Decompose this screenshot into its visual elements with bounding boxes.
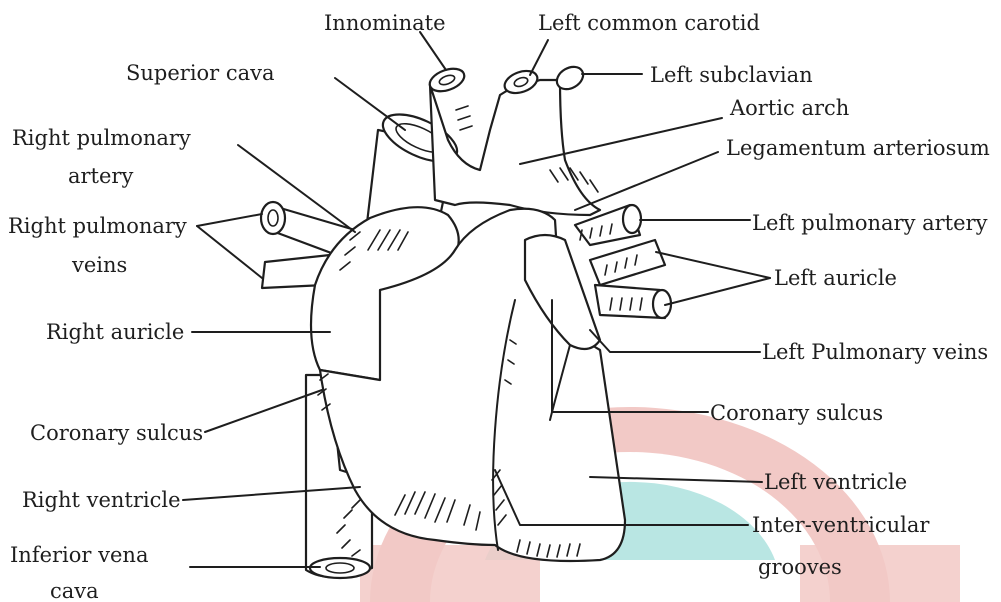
label-inferior-vena-cava-line1: Inferior vena [10,543,148,567]
label-left-pulmonary-artery: Left pulmonary artery [752,211,988,235]
label-right-pulmonary-artery-line2: artery [68,164,133,188]
leader-innominate [420,32,446,70]
label-legamentum-arteriosum: Legamentum arteriosum [726,136,990,160]
label-coronary-sulcus-right: Coronary sulcus [30,421,203,445]
leader-right-pulmonary-veins-b [197,226,262,278]
leader-right-pulmonary-veins-a [197,214,262,226]
label-right-ventricle: Right ventricle [22,488,181,512]
label-left-subclavian: Left subclavian [650,63,813,87]
right-pulmonary-artery-opening [261,202,285,234]
label-left-pulmonary-veins: Left Pulmonary veins [762,340,988,364]
label-aortic-arch: Aortic arch [729,96,849,120]
label-left-auricle: Left auricle [774,266,897,290]
label-inferior-vena-cava-line2: cava [50,579,99,602]
heart-illustration [261,62,671,578]
label-right-pulmonary-veins-line2: veins [71,253,127,277]
label-inter-ventricular-line2: grooves [758,555,842,579]
leader-left-common-carotid [530,40,548,75]
label-right-pulmonary-artery-line1: Right pulmonary [12,126,191,150]
leader-left-auricle-b [665,278,770,305]
label-innominate: Innominate [324,11,446,35]
leader-left-pulmonary-veins [590,330,760,352]
label-inter-ventricular-line1: Inter-ventricular [752,513,930,537]
left-pulmonary-vein-upper [590,240,665,285]
label-coronary-sulcus-left: Coronary sulcus [710,401,883,425]
leader-coronary-sulcus-right [205,390,322,432]
label-left-ventricle: Left ventricle [764,470,907,494]
leader-left-auricle-a [656,252,770,278]
label-superior-cava: Superior cava [126,61,275,85]
leader-legamentum-arteriosum [575,152,718,210]
leader-superior-cava [335,78,405,130]
label-left-common-carotid: Left common carotid [538,11,760,35]
left-pulmonary-artery-opening [623,205,641,233]
label-right-auricle: Right auricle [46,320,184,344]
label-right-pulmonary-veins-line1: Right pulmonary [8,214,187,238]
